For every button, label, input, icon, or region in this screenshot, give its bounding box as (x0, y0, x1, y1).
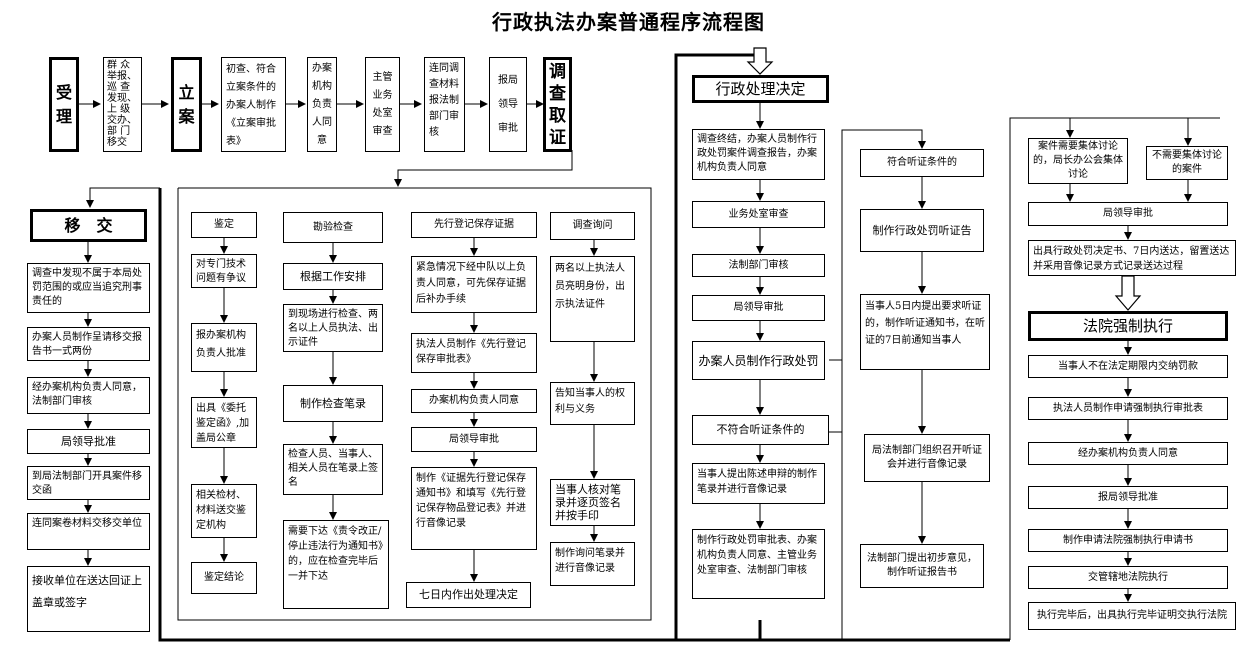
hearing-step-4: 局法制部门组织召开听证会并进行音像记录 (864, 434, 990, 482)
hearing-step-2: 制作行政处罚听证告 (860, 209, 984, 252)
inspection-step-2: 到现场进行检查、两名以上人员执法、出示证件 (283, 304, 383, 352)
inquiry-step-4: 制作询问笔录并进行音像记录 (550, 542, 635, 586)
court-step-5: 制作申请法院强制执行申请书 (1028, 529, 1228, 552)
preservation-step-5: 制作《证据先行登记保存通知书》和填写《先行登记保存物品登记表》并进行音像记录 (411, 467, 537, 550)
decision-title: 行政处理决定 (692, 75, 829, 103)
transfer-step-5: 到局法制部门开具案件移交函 (27, 466, 150, 500)
file-case-step-agency: 办案机构负责人同意 (307, 57, 337, 152)
diagram-title: 行政执法办案普通程序流程图 (492, 10, 765, 34)
transfer-step-3: 经办案机构负责人同意，法制部门审核 (27, 377, 150, 414)
appraisal-step-1: 对专门技术问题有争议 (191, 254, 257, 288)
case-sources-box: 群 众 举报、 巡 查 发现、 上 级 交办、 部 门 移交 (103, 57, 142, 152)
file-case-step-legal: 连同调查材料报法制部门审核 (424, 57, 465, 152)
appraisal-step-2: 报办案机构负责人批准 (191, 323, 257, 372)
decision-step-4: 局领导审批 (692, 295, 825, 321)
inspection-step-5: 需要下达《责令改正/停止违法行为通知书》的，应在检查完毕后一并下达 (283, 520, 389, 609)
inspection-title: 勘验检查 (283, 212, 383, 243)
appraisal-step-3: 出具《委托鉴定函》,加盖局公章 (191, 397, 257, 448)
appraisal-step-5: 鉴定结论 (191, 562, 257, 594)
preservation-step-3: 办案机构负责人同意 (411, 389, 537, 413)
transfer-step-4: 局领导批准 (27, 429, 150, 454)
court-step-3: 经办案机构负责人同意 (1028, 442, 1228, 465)
preservation-step-2: 执法人员制作《先行登记保存审批表》 (411, 333, 537, 373)
preservation-title: 先行登记保存证据 (411, 212, 537, 238)
accept-box: 受 理 (49, 57, 79, 152)
decision-step-6: 不符合听证条件的 (692, 415, 829, 445)
inquiry-step-3: 当事人核对笔录并逐页签名并按手印 (550, 479, 635, 526)
transfer-step-7: 接收单位在送达回证上盖章或签字 (27, 566, 150, 632)
transfer-title: 移 交 (30, 209, 147, 242)
file-case-step-leader: 报局 领导审批 (489, 57, 527, 152)
inquiry-step-1: 两名以上执法人员亮明身份，出示执法证件 (550, 256, 635, 342)
file-case-step-review: 主管业务处室审查 (365, 57, 400, 152)
decision-step-8: 制作行政处罚审批表、办案机构负责人同意、主管业务处室审查、法制部门审核 (692, 529, 825, 599)
non-collective-box: 不需要集体讨论的案件 (1146, 146, 1228, 180)
decision-step-3: 法制部门审核 (692, 254, 825, 277)
collective-discussion-box: 案件需要集体讨论的，局长办公会集体讨论 (1028, 138, 1128, 184)
court-step-1: 当事人不在法定期限内交纳罚款 (1028, 355, 1228, 378)
decision-step-2: 业务处室审查 (692, 201, 825, 228)
preservation-step-4: 局领导审批 (411, 427, 537, 452)
investigate-box: 调查取证 (543, 57, 572, 152)
hearing-step-3: 当事人5日内提出要求听证的，制作听证通知书，在听证的7日前通知当事人 (860, 294, 990, 370)
appraisal-step-4: 相关检材、材料送交鉴定机构 (191, 484, 257, 538)
execution-leader-approval: 局领导审批 (1028, 202, 1228, 226)
hearing-step-5: 法制部门提出初步意见，制作听证报告书 (860, 544, 984, 588)
transfer-step-2: 办案人员制作呈请移交报告书一式两份 (27, 327, 150, 361)
court-step-2: 执法人员制作申请强制执行审批表 (1028, 397, 1228, 420)
transfer-step-1: 调查中发现不属于本局处罚范围的或应当追究刑事责任的 (27, 263, 150, 313)
court-step-4: 报局领导批准 (1028, 486, 1228, 509)
decision-step-1: 调查终结，办案人员制作行政处罚案件调查报告，办案机构负责人同意 (692, 129, 825, 180)
hearing-step-1: 符合听证条件的 (860, 149, 984, 177)
court-step-6: 交管辖地法院执行 (1028, 566, 1228, 589)
inquiry-step-2: 告知当事人的权利与义务 (550, 382, 635, 425)
file-case-box: 立 案 (171, 57, 202, 152)
court-step-7: 执行完毕后，出具执行完毕证明交执行法院 (1028, 602, 1236, 630)
transfer-step-6: 连同案卷材料交移交单位 (27, 513, 150, 550)
decision-step-7: 当事人提出陈述申辩的制作笔录并进行音像记录 (692, 463, 825, 504)
inquiry-title: 调查询问 (550, 212, 635, 240)
appraisal-title: 鉴定 (191, 212, 257, 238)
preservation-step-6: 七日内作出处理决定 (406, 582, 531, 608)
inspection-step-3: 制作检查笔录 (283, 385, 383, 422)
court-enforcement-title: 法院强制执行 (1028, 311, 1228, 341)
inspection-step-4: 检查人员、当事人、相关人员在笔录上签名 (283, 444, 383, 495)
penalty-decision-issue: 出具行政处罚决定书、7日内送达，留置送达并采用音像记录方式记录送达过程 (1028, 240, 1236, 276)
inspection-step-1: 根据工作安排 (283, 263, 383, 290)
preservation-step-1: 紧急情况下经中队以上负责人同意，可先保存证据后补办手续 (411, 256, 537, 313)
file-case-step-form: 初查、符合立案条件的办案人制作《立案审批表》 (221, 57, 286, 152)
decision-step-5: 办案人员制作行政处罚 (692, 341, 825, 380)
